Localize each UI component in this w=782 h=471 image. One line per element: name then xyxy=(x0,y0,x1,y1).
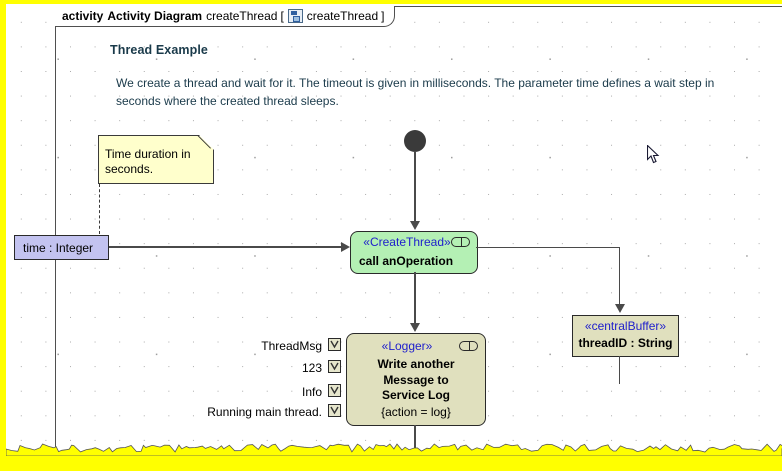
action-node-logger[interactable]: «Logger» Write another Message to Servic… xyxy=(346,333,486,426)
activity-parameter-label: time : Integer xyxy=(23,240,94,255)
central-buffer-body: threadID : String xyxy=(578,336,673,350)
torn-edge-shape xyxy=(6,443,782,456)
edge-createthread-to-buffer-h xyxy=(476,247,620,248)
frame-bracket-close: ] xyxy=(381,9,385,23)
initial-node[interactable] xyxy=(404,130,426,152)
logger-constraint: {action = log} xyxy=(381,405,451,419)
note-anchor-line xyxy=(99,184,100,234)
frame-name: createThread xyxy=(206,9,278,23)
input-pin-icon[interactable] xyxy=(328,404,341,417)
edge-logger-outgoing xyxy=(414,425,416,450)
input-pin-icon[interactable] xyxy=(328,338,341,351)
input-pin-label-2: Info xyxy=(301,385,322,399)
logger-body-line-2: Message to xyxy=(383,372,449,387)
input-pin-icon[interactable] xyxy=(328,384,341,397)
input-pin-label-1: 123 xyxy=(301,361,322,375)
torn-paper-edge xyxy=(6,438,782,456)
uml-note-text: Time duration in seconds. xyxy=(105,147,191,176)
create-thread-stereotype: «CreateThread» xyxy=(363,235,451,249)
arrowhead-initial-to-createthread xyxy=(410,221,420,230)
activity-parameter-node[interactable]: time : Integer xyxy=(14,235,109,260)
logger-body-line-3: Service Log xyxy=(381,388,451,402)
frame-behavior-name: createThread xyxy=(306,9,379,23)
edge-buffer-outgoing xyxy=(619,356,620,384)
activity-behavior-icon xyxy=(287,9,303,23)
frame-type-label: Activity Diagram xyxy=(107,9,203,23)
logger-body-line-1: Write another xyxy=(377,357,455,371)
frame-keyword: activity xyxy=(62,9,104,23)
frame-bracket-open: [ xyxy=(280,9,284,23)
arrowhead-createthread-to-buffer xyxy=(615,304,625,313)
create-thread-body: call anOperation xyxy=(359,254,454,268)
note-fold-edge xyxy=(197,135,214,152)
edge-createthread-to-buffer-v xyxy=(619,247,620,307)
uml-note[interactable]: Time duration in seconds. xyxy=(98,135,214,184)
action-node-create-thread[interactable]: «CreateThread» call anOperation xyxy=(350,231,478,274)
diagram-description: We create a thread and wait for it. The … xyxy=(116,76,715,108)
edge-param-to-createthread xyxy=(109,246,342,248)
arrowhead-createthread-to-logger xyxy=(410,323,420,332)
call-operation-icon xyxy=(451,237,470,247)
logger-stereotype: «Logger» xyxy=(381,339,433,353)
central-buffer-stereotype: «centralBuffer» xyxy=(584,319,667,333)
central-buffer-node[interactable]: «centralBuffer» threadID : String xyxy=(572,315,679,357)
edge-createthread-to-logger xyxy=(414,272,416,326)
logger-body: Write another Message to Service Log xyxy=(347,357,485,404)
page-title: Thread Example xyxy=(110,43,208,57)
input-pin-label-3: Running main thread. xyxy=(207,405,322,419)
edge-initial-to-createthread xyxy=(414,151,416,223)
call-operation-icon xyxy=(459,341,478,351)
input-pin-label-0: ThreadMsg xyxy=(261,339,322,353)
arrowhead-param-to-createthread xyxy=(341,242,350,252)
input-pin-icon[interactable] xyxy=(328,360,341,373)
activity-frame-header[interactable]: activity Activity Diagram createThread [… xyxy=(55,6,395,27)
diagram-canvas[interactable]: activity Activity Diagram createThread [… xyxy=(6,4,782,456)
activity-frame xyxy=(55,6,782,454)
